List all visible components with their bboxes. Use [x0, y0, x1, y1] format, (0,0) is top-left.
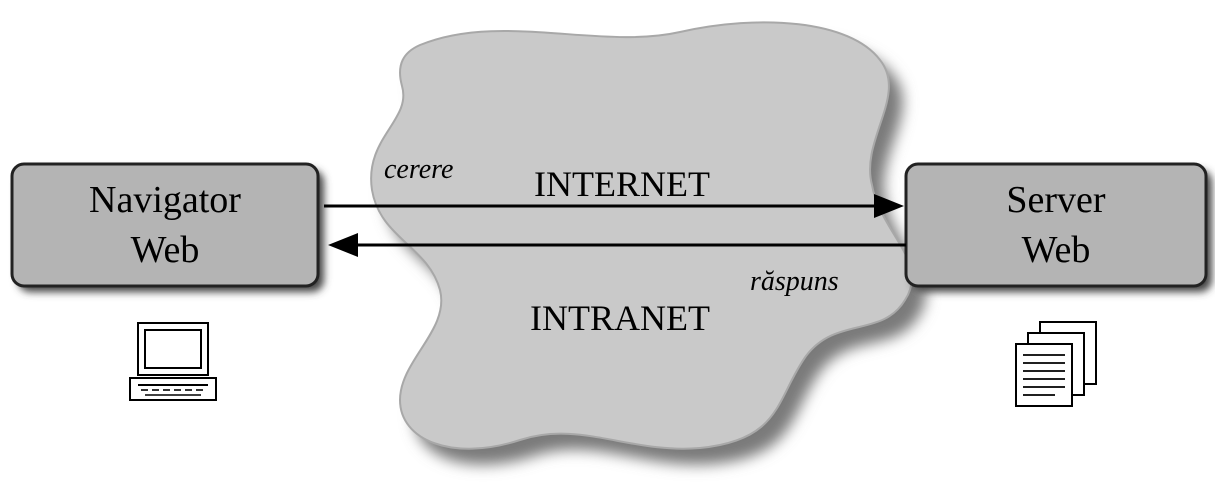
- internet-label: INTERNET: [534, 164, 710, 204]
- server-box: [904, 162, 1208, 288]
- request-arrow: [324, 194, 904, 218]
- response-arrow: [328, 233, 906, 257]
- client-label-line2: Web: [131, 229, 200, 271]
- client-label-line1: Navigator: [89, 179, 241, 221]
- client-box: [10, 162, 320, 288]
- laptop-icon: [129, 322, 217, 401]
- client-node: Navigator Web: [10, 162, 324, 292]
- response-arrowhead: [328, 233, 358, 257]
- server-label-line1: Server: [1006, 179, 1106, 221]
- request-label: cerere: [384, 154, 453, 185]
- server-node: Server Web: [904, 162, 1212, 292]
- documents-icon: [1015, 321, 1097, 407]
- server-label-line2: Web: [1022, 229, 1091, 271]
- response-label: răspuns: [750, 266, 839, 297]
- network-cloud: [370, 21, 926, 465]
- request-arrowhead: [874, 194, 904, 218]
- intranet-label: INTRANET: [530, 298, 710, 338]
- cloud-body: [370, 21, 913, 450]
